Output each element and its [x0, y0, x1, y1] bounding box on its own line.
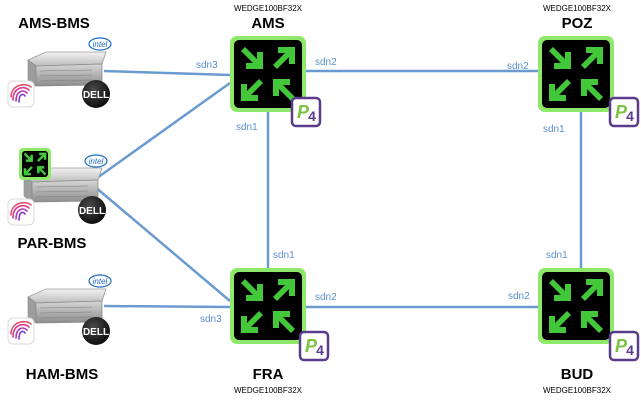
p4-logo-icon — [290, 96, 322, 128]
intel-logo-icon — [88, 274, 112, 288]
port-label-bud-north: sdn1 — [546, 250, 568, 261]
link-amsbms-ams — [103, 69, 231, 77]
switch-bud[interactable] — [538, 268, 640, 362]
switch-fra[interactable] — [230, 268, 330, 362]
switch-model-poz: WEDGE100BF32X — [543, 4, 612, 13]
port-label-ams-east: sdn2 — [315, 57, 337, 68]
switch-mini-icon — [19, 148, 51, 180]
port-label-ams-south: sdn1 — [236, 122, 258, 133]
dell-logo-icon — [78, 196, 106, 224]
cloud-app-icon — [7, 198, 35, 226]
link-hambms-fra — [103, 304, 231, 309]
port-label-ams-west: sdn3 — [196, 60, 218, 71]
port-label-bud-west: sdn2 — [508, 291, 530, 302]
cloud-app-icon — [7, 80, 35, 108]
port-label-fra-north: sdn1 — [273, 250, 295, 261]
p4-logo-icon — [608, 330, 640, 362]
switch-ams[interactable] — [230, 36, 322, 128]
server-label-par-bms: PAR-BMS — [18, 235, 87, 252]
dell-logo-icon — [82, 317, 110, 345]
port-label-fra-west: sdn3 — [200, 314, 222, 325]
links — [89, 69, 583, 309]
switch-model-fra: WEDGE100BF32X — [234, 386, 303, 395]
switch-name-bud: BUD — [561, 366, 594, 383]
switch-name-fra: FRA — [253, 366, 284, 383]
p4-logo-icon — [608, 96, 640, 128]
port-label-poz-west: sdn2 — [507, 61, 529, 72]
dell-logo-icon — [82, 80, 110, 108]
server-ham-bms[interactable] — [7, 274, 112, 345]
switch-model-bud: WEDGE100BF32X — [543, 386, 612, 395]
switch-model-ams: WEDGE100BF32X — [234, 4, 303, 13]
link-parbms-fra — [93, 185, 231, 302]
server-ams-bms[interactable] — [7, 37, 112, 108]
server-label-ams-bms: AMS-BMS — [18, 15, 90, 32]
switch-poz[interactable] — [538, 36, 640, 128]
port-label-fra-east: sdn2 — [315, 292, 337, 303]
switch-name-ams: AMS — [251, 15, 284, 32]
intel-logo-icon — [88, 37, 112, 51]
switch-name-poz: POZ — [562, 15, 593, 32]
cloud-app-icon — [7, 317, 35, 345]
link-parbms-ams — [89, 81, 231, 185]
port-label-poz-south: sdn1 — [543, 124, 565, 135]
server-label-ham-bms: HAM-BMS — [26, 366, 99, 383]
p4-logo-icon — [298, 330, 330, 362]
intel-logo-icon — [84, 154, 108, 168]
server-par-bms[interactable] — [7, 148, 108, 226]
